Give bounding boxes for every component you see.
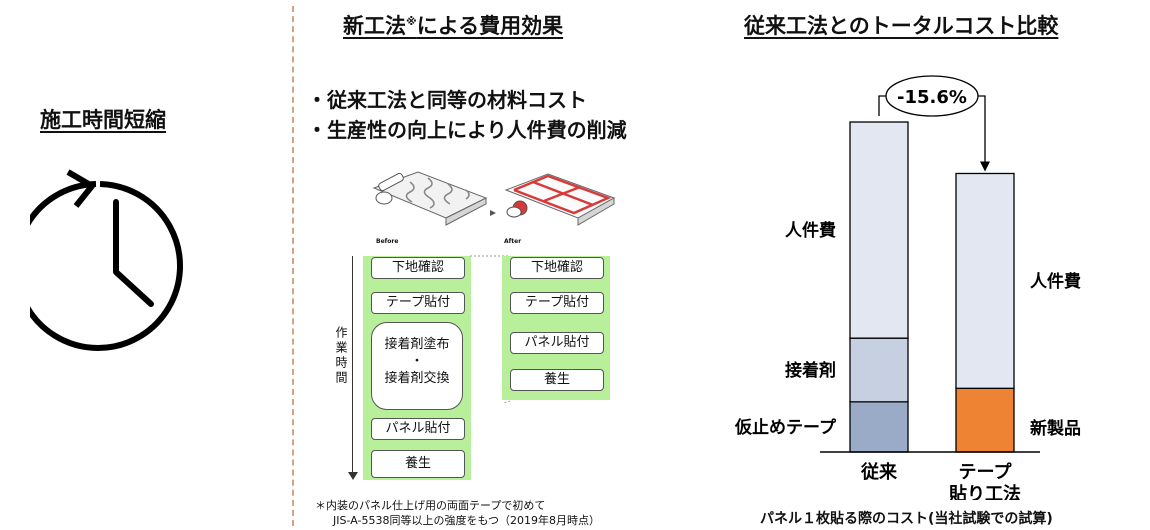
before-step-panel: パネル貼付 xyxy=(371,418,465,440)
section-title-total-cost: 従来工法とのトータルコスト比較 xyxy=(744,14,1059,38)
before-step-tape: テープ貼付 xyxy=(371,292,465,314)
before-illustration-icon xyxy=(372,171,488,226)
after-step-panel: パネル貼付 xyxy=(510,332,604,354)
after-step-tape: テープ貼付 xyxy=(510,292,604,314)
before-step-base-check: 下地確認 xyxy=(371,257,465,279)
title-mark: ※ xyxy=(406,15,417,28)
time-axis-label: 作業時間 xyxy=(334,326,348,386)
after-steps-panel: 下地確認 テープ貼付 パネル貼付 養生 xyxy=(502,256,610,400)
right-segment-label-1: 新製品 xyxy=(1030,418,1081,439)
after-illustration-icon xyxy=(504,173,616,226)
left-segment-label-1: 接着剤 xyxy=(785,360,836,381)
reduction-annotation: -15.6% xyxy=(897,87,967,108)
time-axis-arrow-icon xyxy=(348,472,358,480)
after-step-base-check: 下地確認 xyxy=(510,257,604,279)
after-label: After xyxy=(504,238,522,245)
chart-caption: パネル１枚貼る際のコスト(当社試験での試算) xyxy=(760,511,1053,527)
category-label-1-0: テープ xyxy=(959,461,1013,483)
bar-0-series-3 xyxy=(849,121,909,339)
category-label-0-0: 従来 xyxy=(860,461,898,483)
section-title-time: 施工時間短縮 xyxy=(40,108,166,132)
section-title-cost-effect: 新工法※による費用効果 xyxy=(343,10,563,40)
before-step-adhesive-dot: ・ xyxy=(410,354,424,369)
clock-rotate-icon xyxy=(30,169,183,351)
left-segment-label-0: 人件費 xyxy=(785,220,836,241)
left-segment-label-2: 仮止めテープ xyxy=(734,417,837,438)
footnote-line1: ＊内装のパネル仕上げ用の両面テープで初めて xyxy=(315,499,546,512)
time-axis-line xyxy=(352,256,353,474)
after-step-cure: 養生 xyxy=(510,369,604,391)
footnote-line2: JIS-A-5538同等以上の強度をもつ（2019年8月時点） xyxy=(333,514,600,527)
bullet-labor-cost: ・生産性の向上により人件費の削減 xyxy=(307,118,627,142)
before-step-adhesive: 接着剤塗布 ・ 接着剤交換 xyxy=(371,322,463,410)
before-step-cure: 養生 xyxy=(371,450,465,478)
bar-1-series-2 xyxy=(955,387,1015,453)
bar-0-series-0 xyxy=(849,401,909,453)
before-step-adhesive-exchange: 接着剤交換 xyxy=(384,371,450,386)
reduction-bubble xyxy=(885,75,979,117)
title-main: 新工法 xyxy=(343,14,406,38)
section-divider xyxy=(292,6,294,526)
before-steps-panel: 下地確認 テープ貼付 接着剤塗布 ・ 接着剤交換 パネル貼付 養生 xyxy=(363,256,471,480)
title-rest: による費用効果 xyxy=(416,14,564,38)
bar-1-series-3 xyxy=(955,172,1015,389)
before-after-illustration xyxy=(372,171,616,226)
category-label-1-1: 貼り工法 xyxy=(949,483,1021,500)
reduction-arrow-head-icon xyxy=(980,161,990,172)
bullet-material-cost: ・従来工法と同等の材料コスト xyxy=(307,88,587,112)
before-label: Before xyxy=(376,238,399,245)
before-step-adhesive-apply: 接着剤塗布 xyxy=(384,337,450,352)
bar-0-series-1 xyxy=(849,337,909,403)
right-segment-label-0: 人件費 xyxy=(1030,271,1081,292)
